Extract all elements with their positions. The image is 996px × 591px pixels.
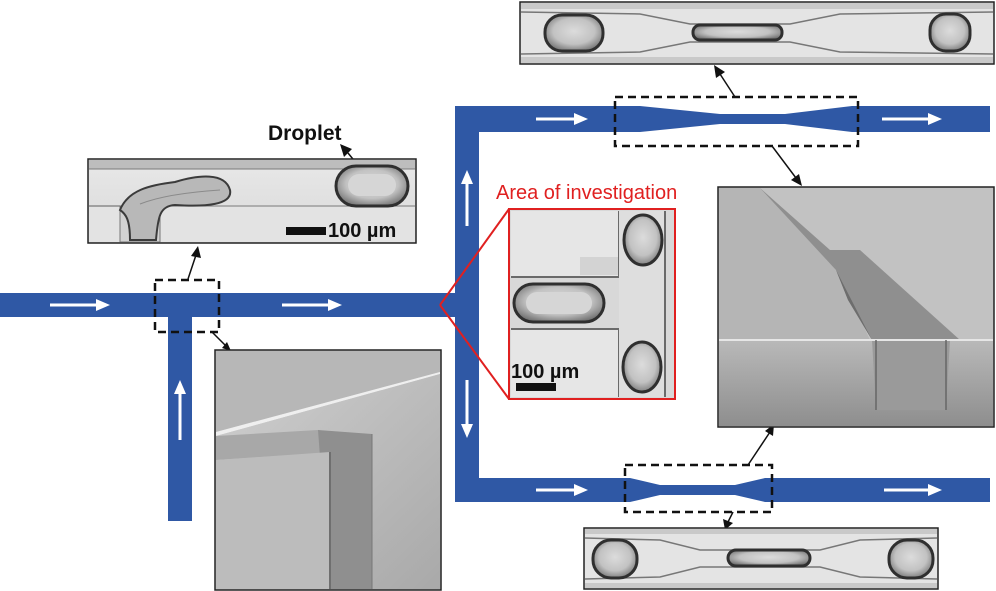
flow-arrow-right xyxy=(884,484,942,496)
flow-arrow-up xyxy=(461,170,473,226)
junction-sem-image xyxy=(214,349,442,591)
flow-arrow-right xyxy=(536,113,588,125)
lower-constriction-highlight-box xyxy=(623,463,774,514)
scale-bar-label: 100 µm xyxy=(328,220,396,242)
droplet xyxy=(622,213,664,267)
vertical-splitter-channel xyxy=(455,106,479,502)
droplet xyxy=(887,538,935,580)
pointer-arrow xyxy=(747,424,774,466)
droplet xyxy=(621,340,663,394)
droplet-formation-micrograph: 100 µm xyxy=(87,158,417,244)
constriction-sem-image xyxy=(717,186,995,428)
flow-arrow-up xyxy=(174,380,186,440)
droplet xyxy=(691,23,784,42)
upper-constriction-channel xyxy=(455,106,990,132)
scale-bar-label: 100 µm xyxy=(511,361,579,383)
dashed-highlights xyxy=(153,95,860,514)
flow-arrow-right xyxy=(536,484,588,496)
upper-constriction-highlight-box xyxy=(613,95,860,148)
scale-bar: 100 µm xyxy=(286,220,396,242)
pointer-arrow xyxy=(714,65,736,98)
pointer-arrow xyxy=(187,246,201,280)
droplet xyxy=(591,538,639,580)
droplet xyxy=(726,548,812,568)
lower-constriction-channel xyxy=(455,478,990,502)
pointer-arrow xyxy=(211,331,231,351)
droplet xyxy=(543,13,605,53)
flow-arrows xyxy=(50,113,942,496)
pointer-arrow xyxy=(771,145,802,186)
upper-constriction-micrograph xyxy=(519,1,995,65)
droplet xyxy=(928,12,972,53)
flow-arrow-right xyxy=(50,299,110,311)
flow-arrow-right xyxy=(882,113,942,125)
scale-bar: 100 µm xyxy=(511,361,579,391)
flow-arrow-right xyxy=(282,299,342,311)
junction-highlight-box xyxy=(153,278,221,334)
droplet-label: Droplet xyxy=(268,122,342,145)
investigation-micrograph: 100 µm xyxy=(508,208,676,400)
investigation-title: Area of investigation xyxy=(496,182,677,204)
flow-arrow-down xyxy=(461,380,473,438)
investigation-zoom-lines xyxy=(439,208,510,400)
lower-constriction-micrograph xyxy=(583,527,939,590)
